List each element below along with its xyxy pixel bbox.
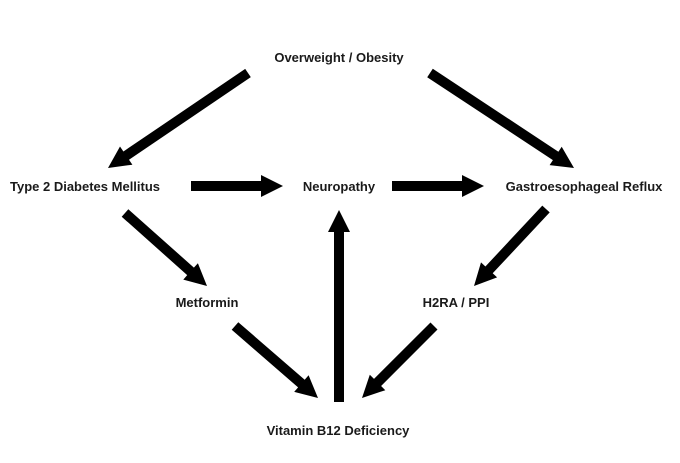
node-h2ra-ppi: H2RA / PPI [423,295,490,310]
arrow-gerd-to-h2ra-ppi [474,205,550,286]
node-vitamin-b12-deficiency: Vitamin B12 Deficiency [267,423,411,438]
node-overweight-obesity: Overweight / Obesity [274,50,404,65]
node-neuropathy: Neuropathy [303,179,376,194]
arrow-b12-to-neuropathy [328,210,350,402]
arrow-diabetes-to-neuropathy [191,175,283,197]
cropped-caption-strip [0,449,680,463]
arrow-obesity-to-diabetes [108,68,251,168]
node-gastroesophageal-reflux: Gastroesophageal Reflux [506,179,664,194]
arrow-diabetes-to-metformin [121,209,207,286]
node-metformin: Metformin [176,295,239,310]
arrow-obesity-to-gerd [427,68,574,168]
node-type-2-diabetes: Type 2 Diabetes Mellitus [10,179,160,194]
arrow-h2ra-ppi-to-b12 [362,322,438,398]
arrow-neuropathy-to-gerd [392,175,484,197]
arrow-metformin-to-b12 [231,322,318,398]
